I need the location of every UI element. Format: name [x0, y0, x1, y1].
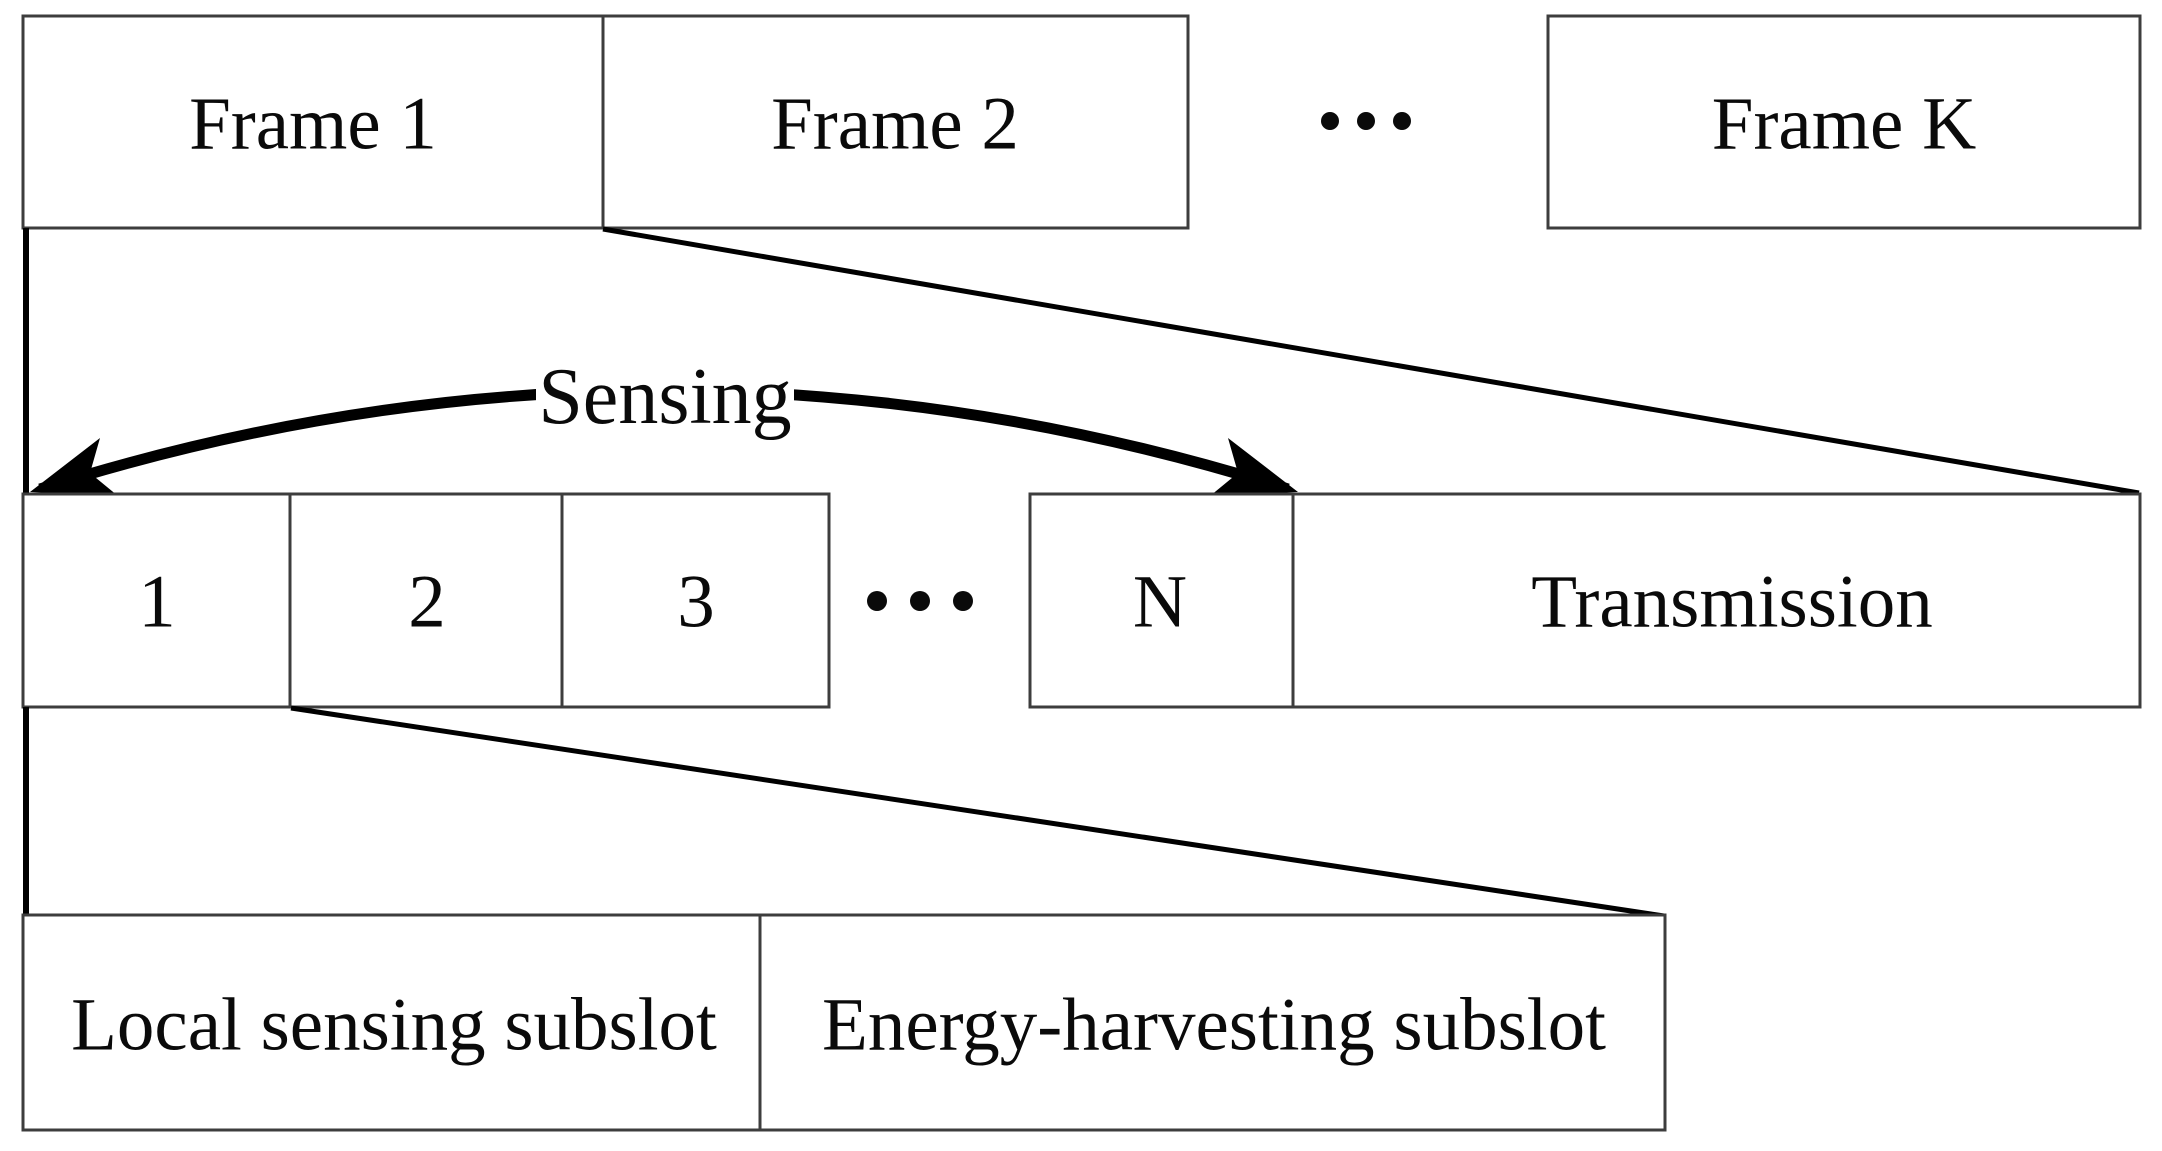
energy-harvesting-subslot-label: Energy-harvesting subslot — [822, 984, 1606, 1067]
left-arrowhead-icon — [30, 438, 118, 496]
transmission-label: Transmission — [1531, 561, 1933, 644]
expansion-line-diagonal-bottom — [290, 705, 1665, 919]
slot-2-box — [288, 492, 564, 709]
slot-1-label: 1 — [138, 561, 176, 644]
frame1-expansion-lines — [23, 226, 2140, 497]
frame-row: Frame 1 Frame 2 Frame K — [21, 14, 2142, 230]
frame-ellipsis-icon — [1321, 112, 1411, 130]
frame-k-label: Frame K — [1712, 83, 1977, 166]
local-sensing-subslot-label: Local sensing subslot — [71, 984, 717, 1067]
slot-3-label: 3 — [677, 561, 715, 644]
local-sensing-subslot-box — [21, 913, 762, 1132]
right-arrowhead-icon — [1210, 438, 1298, 496]
energy-harvesting-subslot-box — [758, 913, 1667, 1132]
frame-1-box — [21, 14, 605, 230]
sensing-label: Sensing — [538, 353, 791, 441]
slot-1-box — [21, 492, 292, 709]
frame-2-label: Frame 2 — [771, 83, 1019, 166]
ellipsis-dot — [1357, 112, 1375, 130]
expansion-line-diagonal-top — [602, 226, 2140, 496]
subslot-row: Local sensing subslot Energy-harvesting … — [21, 913, 1667, 1132]
slot-2-label: 2 — [408, 561, 446, 644]
slot1-expansion-lines — [23, 705, 1665, 919]
sensing-arrow: Sensing — [30, 352, 1298, 496]
sensing-label-background — [536, 352, 794, 440]
slot-ellipsis-icon — [867, 591, 973, 611]
ellipsis-dot — [953, 591, 973, 611]
ellipsis-dot — [1393, 112, 1411, 130]
ellipsis-dot — [910, 591, 930, 611]
ellipsis-dot — [867, 591, 887, 611]
frame-2-box — [601, 14, 1190, 230]
transmission-box — [1291, 492, 2142, 709]
slot-row: 1 2 3 N Transmission — [21, 492, 2142, 709]
frame-k-box — [1546, 14, 2142, 230]
slot-3-box — [560, 492, 831, 709]
slot-n-label: N — [1133, 561, 1187, 644]
frame-1-label: Frame 1 — [189, 83, 437, 166]
ellipsis-dot — [1321, 112, 1339, 130]
